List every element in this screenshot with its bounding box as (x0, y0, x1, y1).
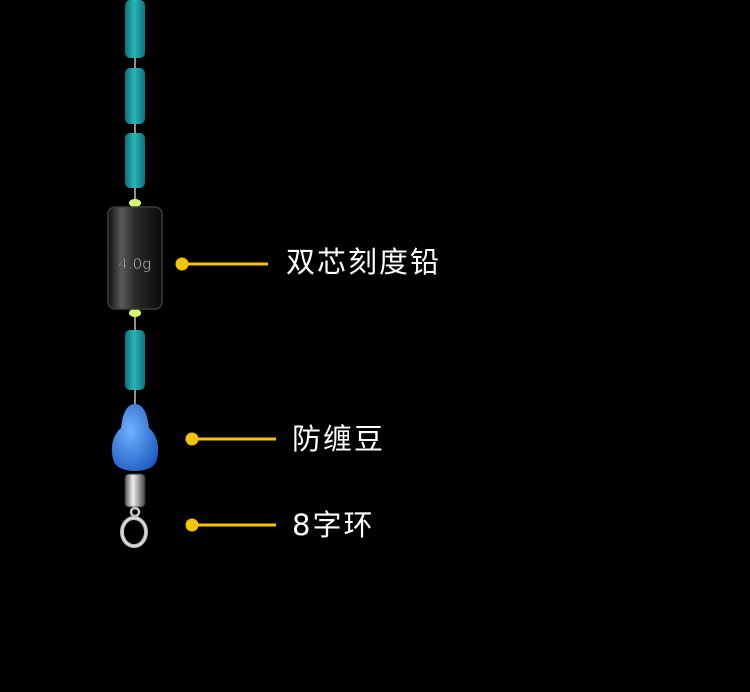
silicone-tube-3 (125, 133, 145, 188)
sinker-weight-mark: 4.0g (118, 255, 151, 273)
callout-swivel (185, 518, 276, 532)
silicone-tube-4 (125, 330, 145, 390)
anti-tangle-bead (111, 404, 159, 471)
callout-bead (185, 432, 276, 446)
callout-sinker (175, 257, 268, 271)
silicone-tube-1 (125, 0, 145, 58)
double-core-sinker: 4.0g (107, 206, 163, 310)
glow-bead-top (129, 199, 141, 207)
sinker-label: 双芯刻度铅 (286, 245, 442, 279)
glow-bead-bottom (129, 309, 141, 317)
figure-8-swivel (120, 473, 148, 548)
swivel-label: 8字环 (292, 508, 375, 542)
silicone-tube-2 (125, 68, 145, 124)
anti-tangle-bead-label: 防缠豆 (292, 422, 386, 456)
